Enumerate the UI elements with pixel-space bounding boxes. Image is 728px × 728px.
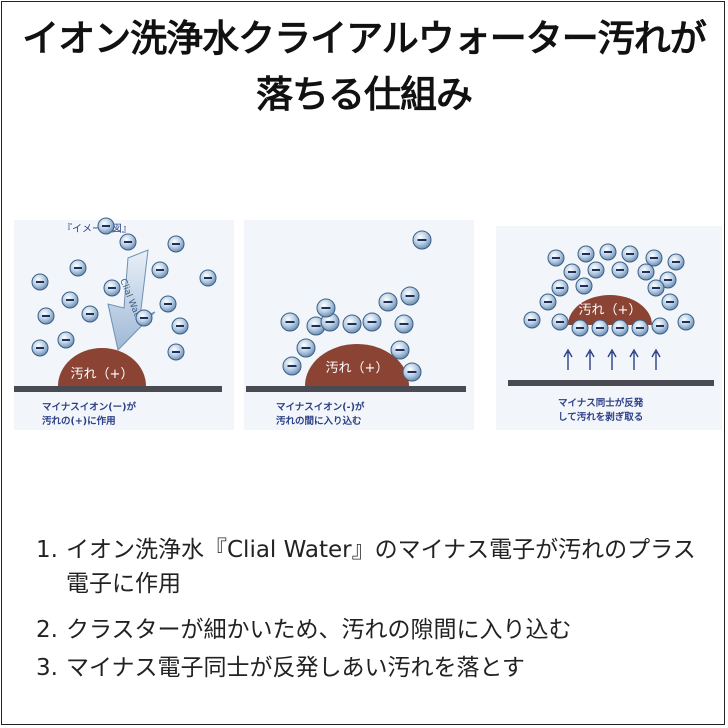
panel-2: 汚れ（+） マイナスイオン(-)が 汚れの間に入り込む — [244, 220, 474, 430]
up-arrow-icon — [585, 348, 595, 370]
panel-1-ions — [31, 217, 217, 361]
minus-sign-icon — [399, 323, 409, 325]
panel-1-caption-line1: マイナスイオン(ー)が — [42, 401, 136, 413]
step-2-text: クラスターが細かいため、汚れの隙間に入り込む — [66, 617, 572, 643]
minus-sign-icon — [556, 321, 564, 323]
minus-sign-icon — [552, 257, 560, 259]
panel-1-dirt — [58, 348, 146, 386]
minus-sign-icon — [311, 325, 321, 327]
minus-sign-icon — [321, 307, 331, 309]
minus-sign-icon — [172, 243, 180, 245]
minus-sign-icon — [325, 321, 335, 323]
panel-2-floor — [246, 386, 466, 392]
minus-sign-icon — [556, 287, 564, 289]
minus-sign-icon — [582, 253, 590, 255]
minus-sign-icon — [367, 321, 377, 323]
step-3: 3. マイナス電子同士が反発しあい汚れを落とす — [36, 651, 706, 685]
panel-3-dirt-label: 汚れ（+） — [579, 303, 642, 318]
minus-sign-icon — [42, 315, 50, 317]
minus-sign-icon — [642, 271, 650, 273]
page-title-line1: イオン洗浄水クライアルウォーター汚れが — [22, 16, 707, 60]
ion-flow-arrow — [107, 249, 156, 352]
minus-sign-icon — [108, 287, 116, 289]
panel-1-floor — [14, 386, 222, 392]
minus-sign-icon — [285, 321, 295, 323]
step-3-text: マイナス電子同士が反発しあい汚れを落とす — [66, 655, 525, 681]
panel-1: 『イメージ図』 Clial Water 汚れ（+） マイナスイオン(ー)が 汚れ… — [14, 217, 234, 430]
minus-sign-icon — [666, 301, 674, 303]
panel-3: 汚れ（+） マイナス同士が反発 して汚れを剥ぎ取る — [496, 226, 722, 430]
minus-sign-icon — [626, 253, 634, 255]
minus-sign-icon — [672, 261, 680, 263]
minus-sign-icon — [176, 325, 184, 327]
minus-sign-icon — [636, 327, 644, 329]
minus-sign-icon — [407, 371, 417, 373]
minus-sign-icon — [140, 317, 148, 319]
up-arrow-icon — [629, 348, 639, 370]
minus-sign-icon — [156, 269, 164, 271]
panel-3-ions — [523, 243, 695, 337]
minus-sign-icon — [616, 269, 624, 271]
panel-1-dirt-label: 汚れ（+） — [71, 367, 134, 382]
minus-sign-icon — [604, 251, 612, 253]
minus-sign-icon — [36, 281, 44, 283]
minus-sign-icon — [528, 319, 536, 321]
minus-sign-icon — [395, 349, 405, 351]
minus-sign-icon — [682, 321, 690, 323]
minus-sign-icon — [66, 299, 74, 301]
minus-sign-icon — [301, 347, 311, 349]
step-2-number: 2. — [36, 617, 58, 643]
minus-sign-icon — [616, 327, 624, 329]
image-label: 『イメージ図』 — [62, 223, 132, 235]
page-title-line2: 落ちる仕組み — [256, 72, 473, 116]
minus-sign-icon — [164, 303, 172, 305]
minus-sign-icon — [544, 301, 552, 303]
minus-sign-icon — [568, 271, 576, 273]
mechanism-diagram: 『イメージ図』 Clial Water 汚れ（+） マイナスイオン(ー)が 汚れ… — [14, 217, 722, 430]
up-arrow-icon — [607, 348, 617, 370]
minus-sign-icon — [62, 339, 70, 341]
panel-3-caption-line2: して汚れを剥ぎ取る — [558, 411, 643, 423]
minus-sign-icon — [650, 257, 658, 259]
minus-sign-icon — [102, 225, 110, 227]
minus-sign-icon — [417, 239, 427, 241]
step-3-number: 3. — [36, 655, 58, 681]
minus-sign-icon — [580, 285, 588, 287]
minus-sign-icon — [576, 327, 584, 329]
panel-3-dirt — [568, 295, 652, 325]
minus-sign-icon — [405, 295, 415, 297]
up-arrow-icon — [651, 348, 661, 370]
panel-1-caption-line2: 汚れの(+)に作用 — [42, 415, 116, 427]
step-1-text: イオン洗浄水『Clial Water』のマイナス電子が汚れのプラス電子に作用 — [66, 537, 696, 597]
panel-3-floor — [508, 380, 714, 386]
minus-sign-icon — [74, 267, 82, 269]
minus-sign-icon — [172, 351, 180, 353]
minus-sign-icon — [347, 323, 357, 325]
step-2: 2. クラスターが細かいため、汚れの隙間に入り込む — [36, 613, 706, 647]
panel-3-repel-arrows — [563, 348, 661, 370]
step-1-number: 1. — [36, 537, 58, 563]
minus-sign-icon — [656, 325, 664, 327]
panel-2-dirt — [305, 344, 409, 386]
minus-sign-icon — [287, 365, 297, 367]
panel-2-caption-line2: 汚れの間に入り込む — [276, 415, 362, 427]
minus-sign-icon — [596, 327, 604, 329]
minus-sign-icon — [86, 313, 94, 315]
panel-2-dirt-label: 汚れ（+） — [326, 361, 389, 376]
minus-sign-icon — [383, 301, 393, 303]
minus-sign-icon — [652, 287, 660, 289]
minus-sign-icon — [36, 347, 44, 349]
panel-3-caption-line1: マイナス同士が反発 — [558, 397, 644, 409]
step-1: 1. イオン洗浄水『Clial Water』のマイナス電子が汚れのプラス電子に作… — [36, 533, 706, 601]
up-arrow-icon — [563, 348, 573, 370]
minus-sign-icon — [124, 241, 132, 243]
panel-2-caption-line1: マイナスイオン(-)が — [276, 401, 365, 413]
panel-2-ions — [280, 230, 432, 382]
minus-sign-icon — [592, 269, 600, 271]
minus-sign-icon — [664, 279, 672, 281]
minus-sign-icon — [204, 277, 212, 279]
